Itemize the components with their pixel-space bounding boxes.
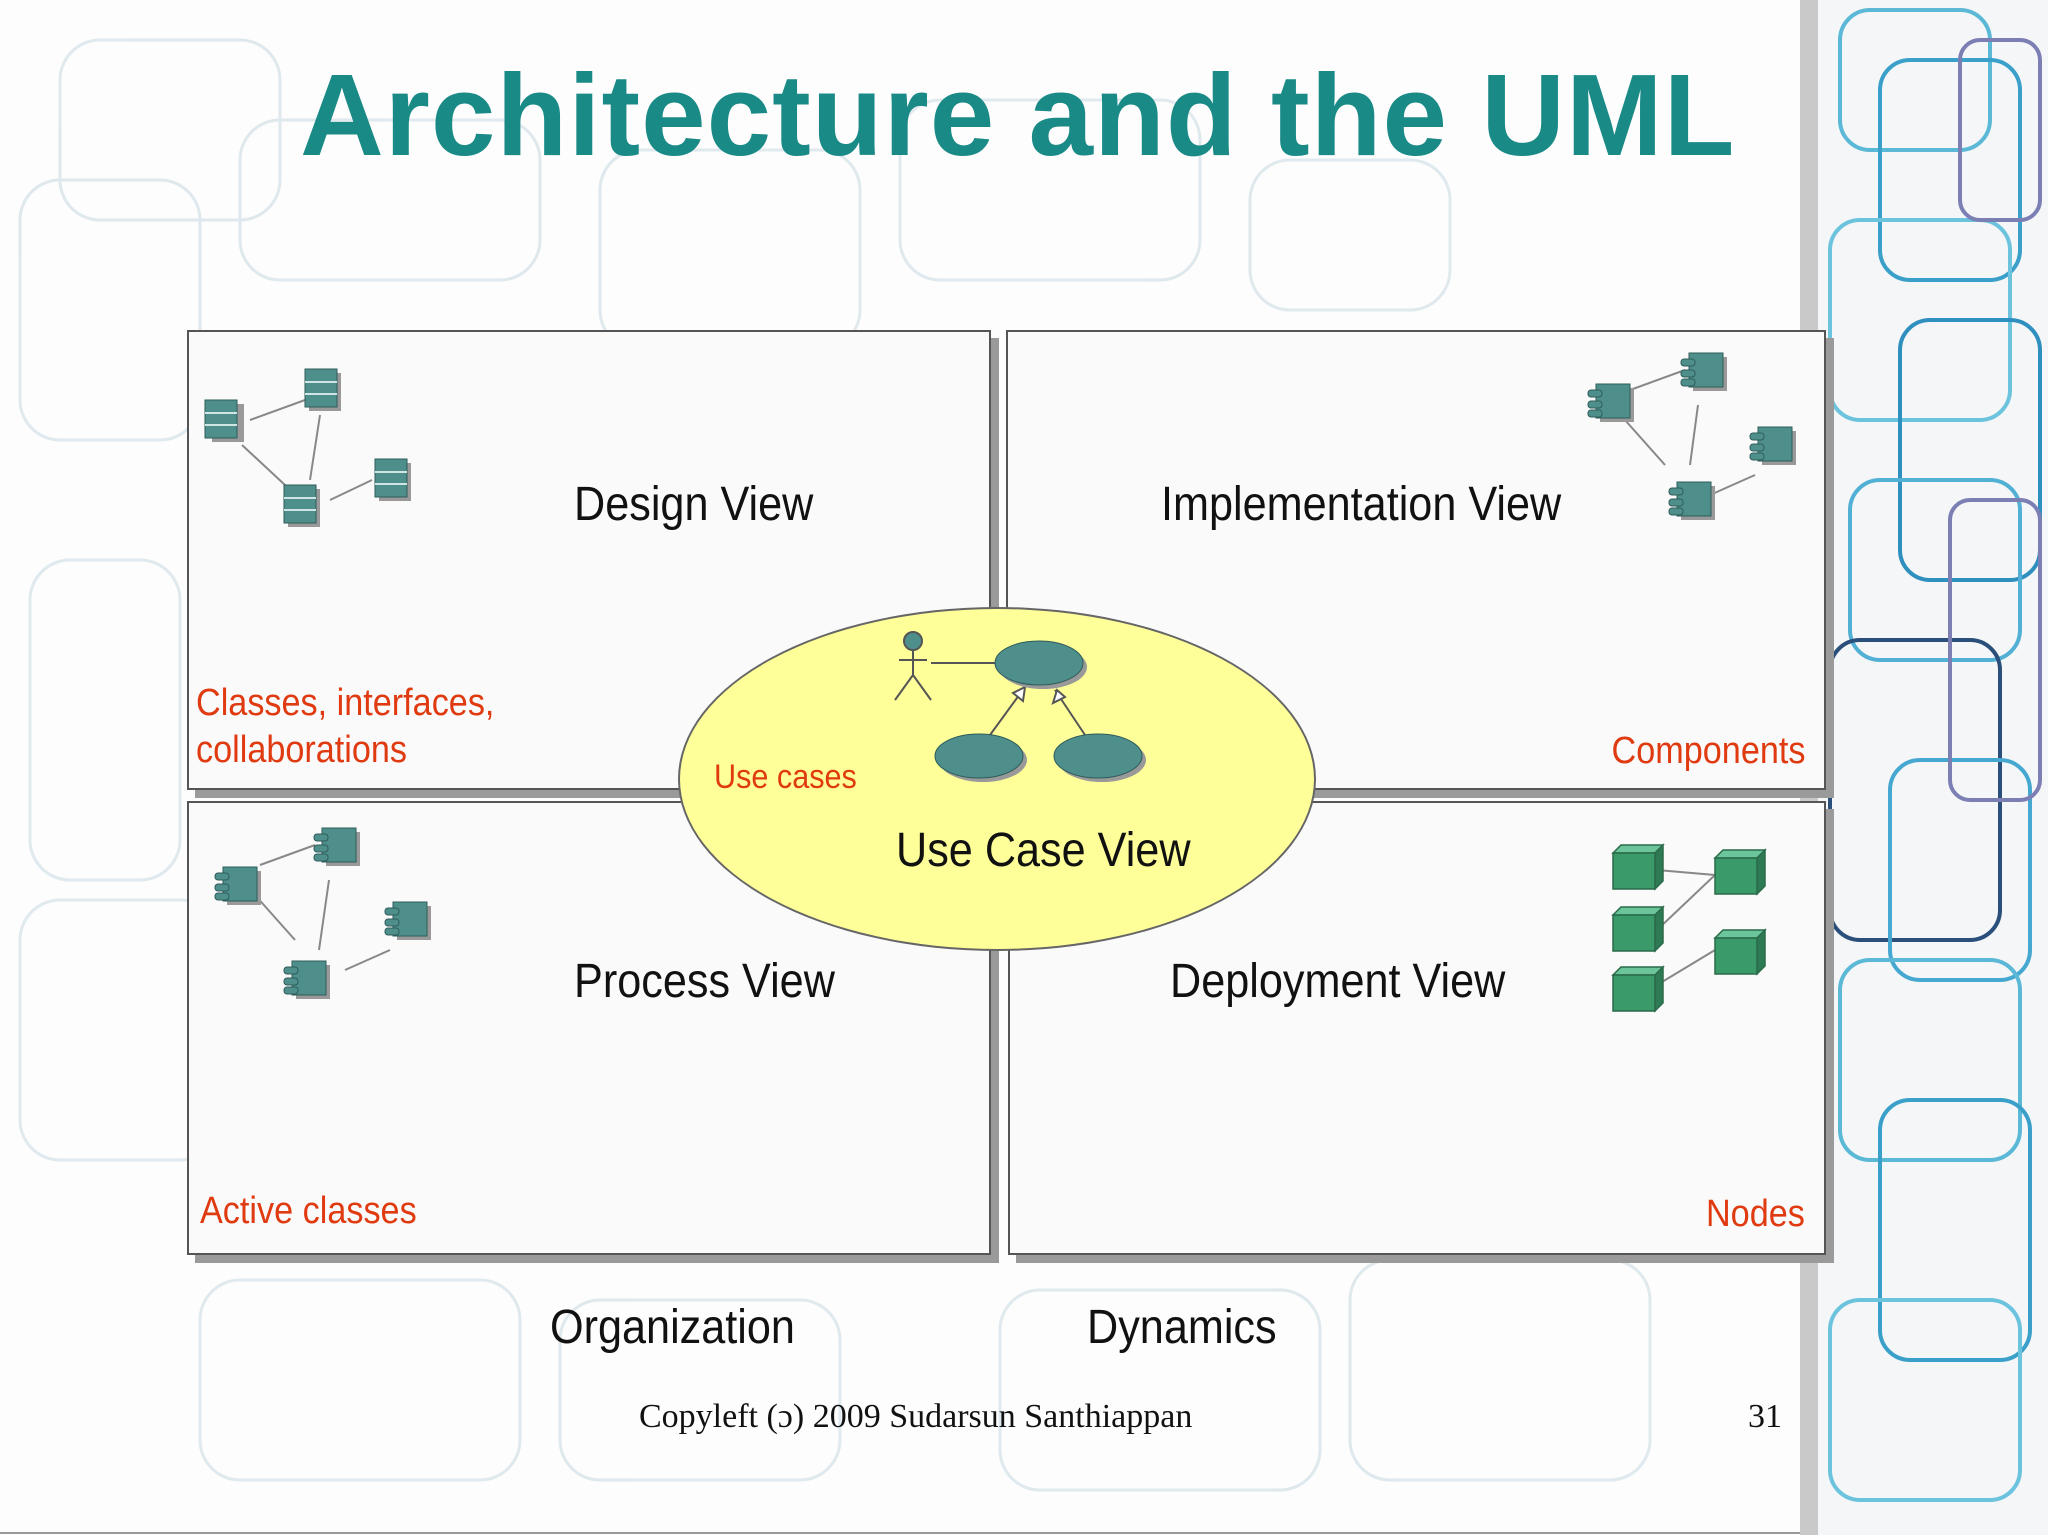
- component-diagram-icon: [1587, 352, 1796, 520]
- class-diagram-icon: [204, 368, 411, 527]
- use-case-view-elements: Use cases: [714, 758, 857, 796]
- implementation-view-title: Implementation View: [1161, 478, 1562, 531]
- page-number: 31: [1748, 1398, 1782, 1435]
- design-elements-line-1: Classes, interfaces,: [196, 682, 495, 724]
- footer-copyright: Copyleft (ɔ) 2009 Sudarsun Santhiappan: [639, 1398, 1193, 1435]
- deployment-view-title: Deployment View: [1170, 955, 1506, 1008]
- slide-title: Architecture and the UML: [300, 50, 1736, 180]
- design-view-title: Design View: [574, 478, 814, 531]
- design-view-elements: Classes, interfaces, collaborations: [196, 680, 494, 774]
- process-view-elements: Active classes: [200, 1190, 417, 1232]
- active-class-diagram-icon: [214, 827, 431, 999]
- deployment-view-elements: Nodes: [1706, 1193, 1805, 1235]
- node-diagram-icon: [1611, 843, 1767, 1013]
- use-case-diagram-icon: [894, 631, 1146, 782]
- use-case-view-title: Use Case View: [896, 824, 1191, 877]
- design-elements-line-2: collaborations: [196, 729, 408, 771]
- implementation-view-elements: Components: [1611, 730, 1805, 772]
- process-view-title: Process View: [574, 955, 835, 1008]
- dynamics-label: Dynamics: [1087, 1301, 1277, 1354]
- organization-label: Organization: [550, 1301, 795, 1354]
